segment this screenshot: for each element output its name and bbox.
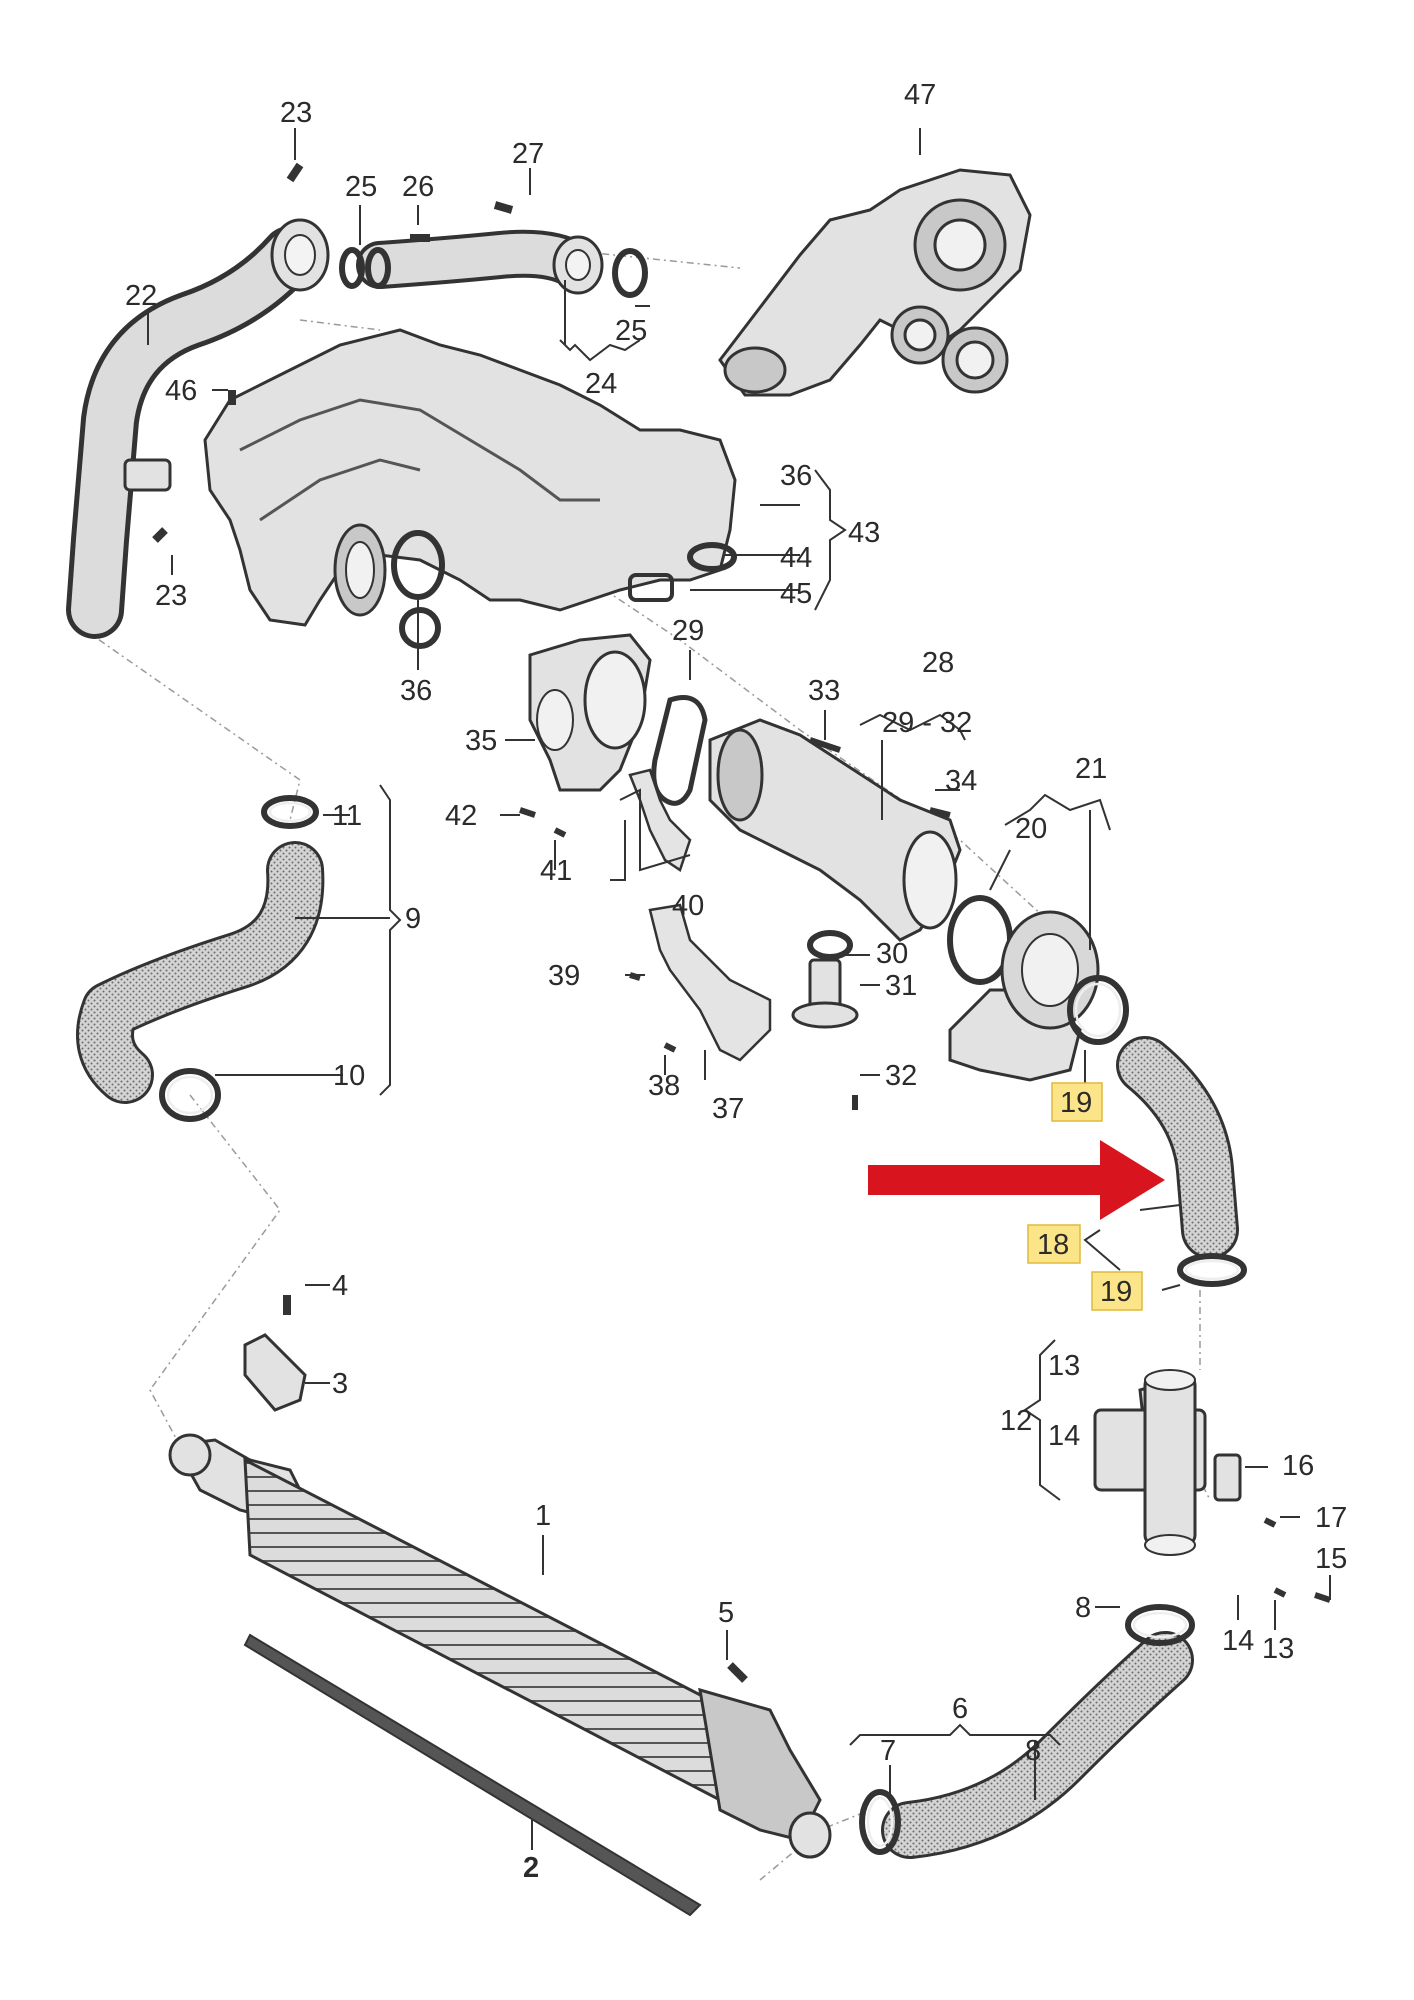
label-47: 47 — [904, 79, 936, 111]
label-13-bottom: 13 — [1262, 1633, 1294, 1665]
intake-manifold — [203, 328, 737, 649]
label-18: 18 — [1037, 1229, 1069, 1261]
label-19-lower: 19 — [1100, 1276, 1132, 1308]
label-34: 34 — [945, 765, 977, 797]
label-17: 17 — [1315, 1502, 1347, 1534]
label-7: 7 — [880, 1735, 896, 1767]
label-36-bottom: 36 — [400, 675, 432, 707]
highlight-box-19-lower — [1091, 1271, 1143, 1311]
label-14-bottom: 14 — [1222, 1625, 1254, 1657]
pipe-28 — [708, 718, 962, 942]
clamp-19-lower — [1177, 1253, 1247, 1287]
label-30: 30 — [876, 938, 908, 970]
label-6: 6 — [952, 1693, 968, 1725]
connector-12 — [1093, 1369, 1242, 1556]
sensor-31 — [791, 930, 859, 1029]
highlight-box-18 — [1027, 1224, 1081, 1264]
label-16: 16 — [1282, 1450, 1314, 1482]
bracket-40 — [628, 768, 692, 872]
label-31: 31 — [885, 970, 917, 1002]
label-2: 2 — [523, 1852, 539, 1884]
label-37: 37 — [712, 1093, 744, 1125]
label-8-right: 8 — [1075, 1592, 1091, 1624]
hose-18 — [1116, 1036, 1239, 1259]
bolts — [152, 162, 1331, 1683]
label-26: 26 — [402, 171, 434, 203]
label-46: 46 — [165, 375, 197, 407]
pipe-24 — [339, 229, 648, 298]
clamp-19-upper — [1067, 975, 1129, 1045]
highlight-boxes — [1027, 1082, 1143, 1311]
label-10: 10 — [333, 1060, 365, 1092]
label-12: 12 — [1000, 1405, 1032, 1437]
intercooler — [168, 1333, 832, 1917]
label-32: 32 — [885, 1060, 917, 1092]
label-21: 21 — [1075, 753, 1107, 785]
bracket-37 — [648, 903, 772, 1062]
label-24: 24 — [585, 368, 617, 400]
label-14-top: 14 — [1048, 1420, 1080, 1452]
label-25-bottom: 25 — [615, 315, 647, 347]
label-42: 42 — [445, 800, 477, 832]
label-13-top: 13 — [1048, 1350, 1080, 1382]
label-27: 27 — [512, 138, 544, 170]
label-3: 3 — [332, 1368, 348, 1400]
highlight-box-19-upper — [1051, 1082, 1103, 1122]
label-15: 15 — [1315, 1543, 1347, 1575]
label-38: 38 — [648, 1070, 680, 1102]
label-29: 29 — [672, 615, 704, 647]
label-20: 20 — [1015, 813, 1047, 845]
label-5: 5 — [718, 1597, 734, 1629]
label-8-bottom: 8 — [1025, 1735, 1041, 1767]
label-29-32: 29 - 32 — [882, 707, 972, 739]
label-25-top: 25 — [345, 171, 377, 203]
label-9: 9 — [405, 903, 421, 935]
label-39: 39 — [548, 960, 580, 992]
label-35: 35 — [465, 725, 497, 757]
label-19-upper: 19 — [1060, 1087, 1092, 1119]
label-36-right: 36 — [780, 460, 812, 492]
hose-9 — [76, 795, 325, 1122]
red-arrow-icon — [868, 1140, 1165, 1220]
gasket-29 — [651, 695, 708, 806]
label-11: 11 — [332, 800, 362, 832]
part-labels: 23 25 26 27 47 22 25 24 46 23 36 43 44 4… — [125, 79, 1347, 1884]
label-40: 40 — [672, 890, 704, 922]
label-4: 4 — [332, 1270, 348, 1302]
label-22: 22 — [125, 280, 157, 312]
label-28: 28 — [922, 647, 954, 679]
turbocharger — [718, 168, 1032, 397]
label-41: 41 — [540, 855, 572, 887]
label-44: 44 — [780, 542, 812, 574]
hose-6 — [859, 1604, 1195, 1859]
label-45: 45 — [780, 578, 812, 610]
label-43: 43 — [848, 517, 880, 549]
label-23-top: 23 — [280, 97, 312, 129]
pipe-22 — [66, 218, 330, 639]
flange-35 — [528, 633, 652, 792]
label-1: 1 — [535, 1500, 551, 1532]
label-33: 33 — [808, 675, 840, 707]
label-23-bottom: 23 — [155, 580, 187, 612]
